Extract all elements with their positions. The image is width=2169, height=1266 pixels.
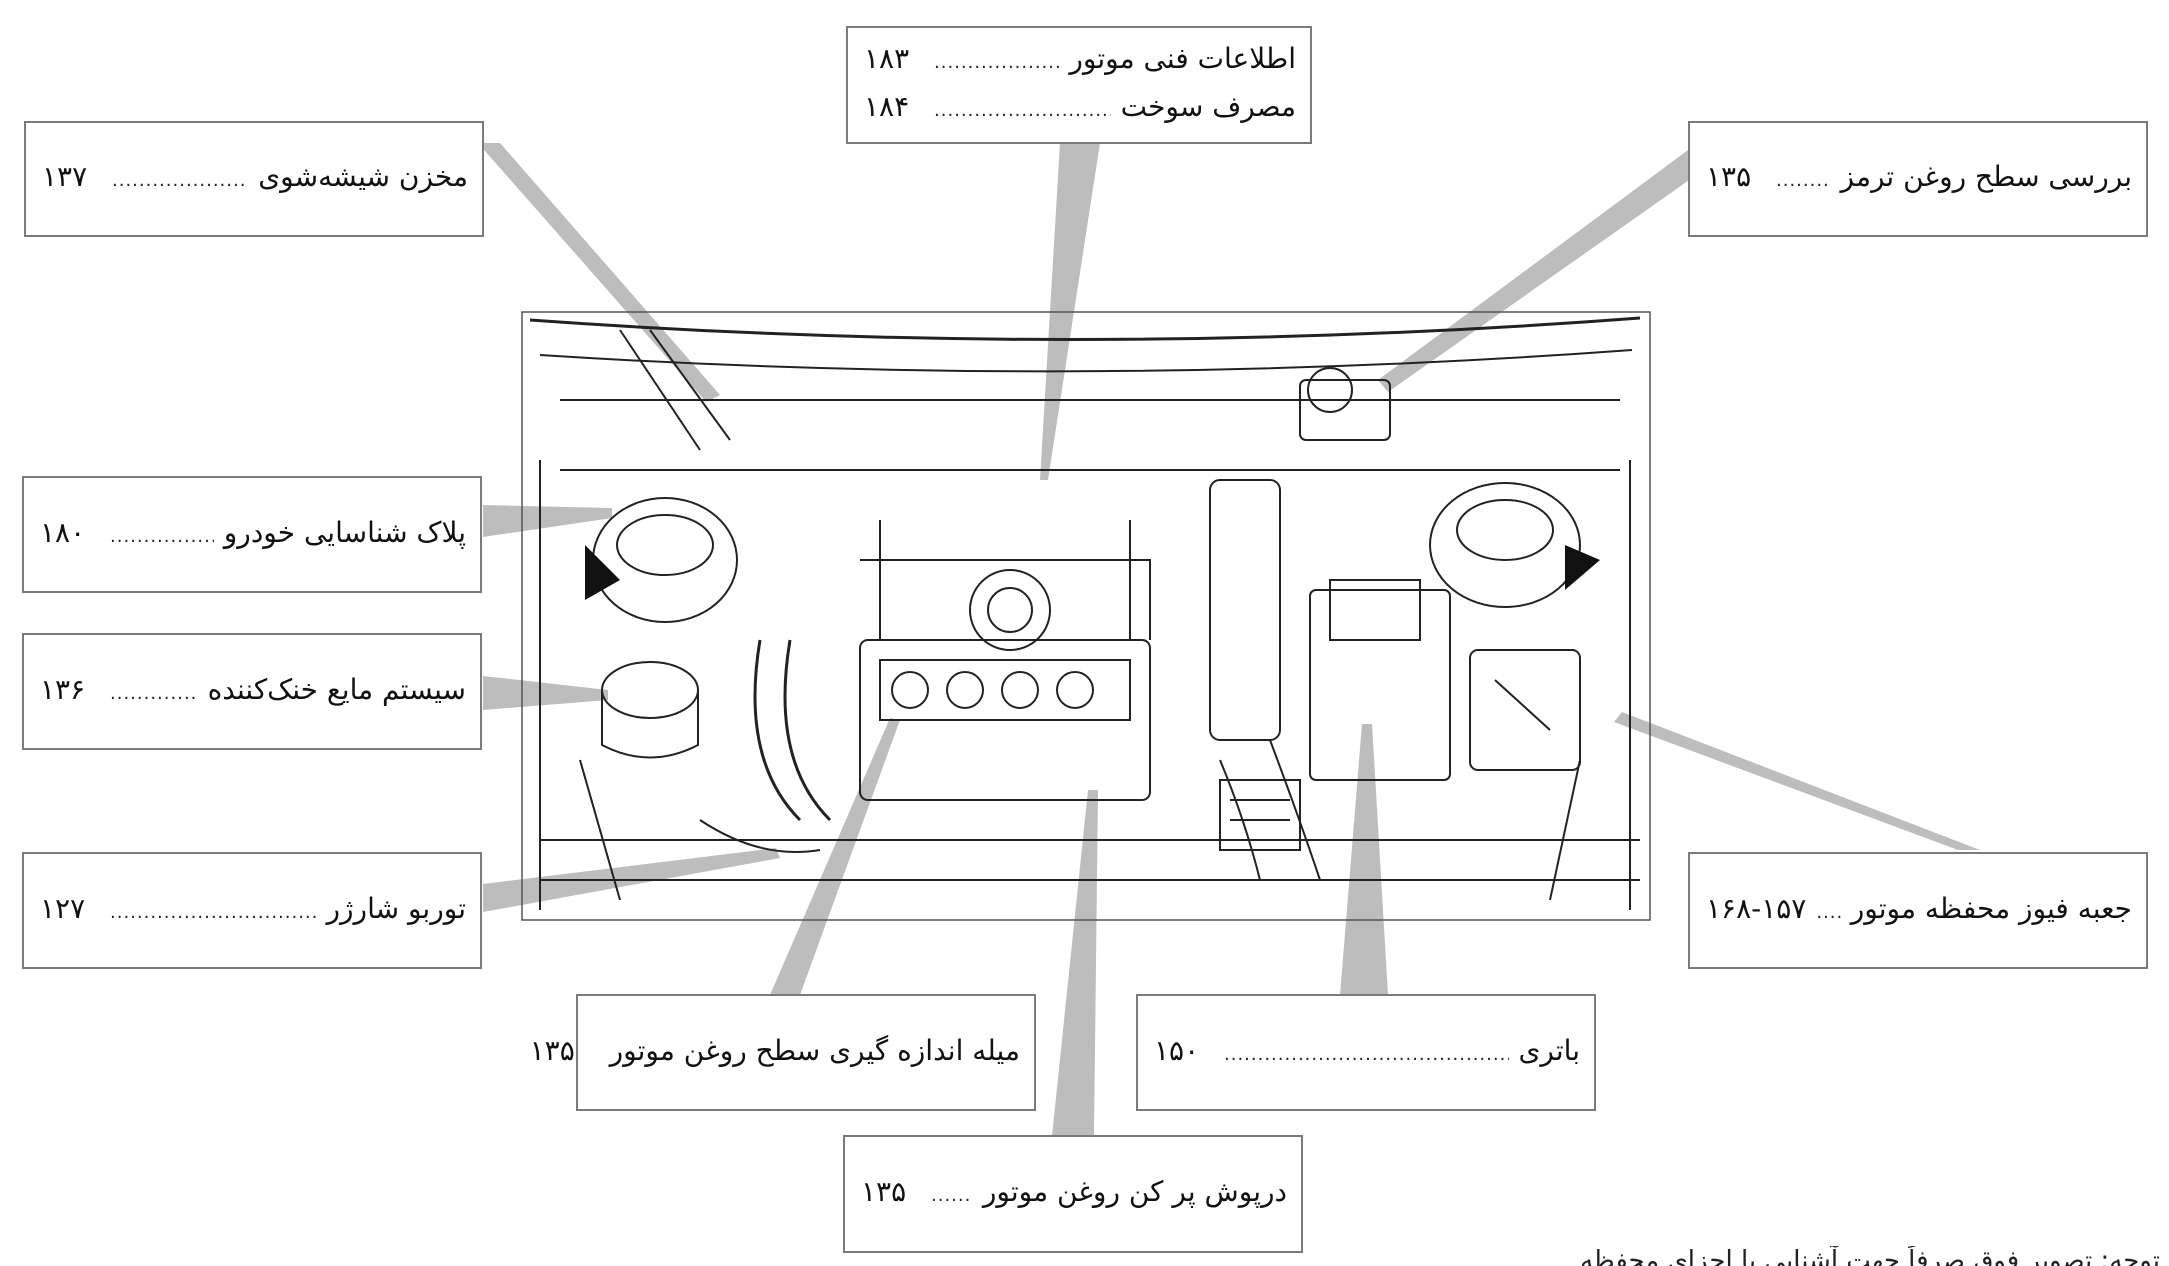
engine-line-art	[521, 311, 1651, 921]
leader-dots: ........................................…	[1224, 1043, 1509, 1065]
label-oil-filler-cap: درپوش پر کن روغن موتور .................…	[843, 1135, 1303, 1253]
leader-dots: ........................................…	[110, 901, 317, 923]
page-number: ۱۲۷	[40, 891, 86, 925]
fuel-consumption-text: مصرف سوخت	[1120, 90, 1296, 123]
coolant-row: سیستم مایع خنک‌کننده ...................…	[40, 668, 466, 716]
bottom-note-cutoff: توجه: تصویر فوق صرفاً جهت آشنایی با اجزا…	[1580, 1246, 2160, 1266]
page-number: ۱۸۳	[864, 42, 910, 75]
leader-dipstick	[770, 718, 900, 995]
turbo-row: توربو شارژر ............................…	[40, 887, 466, 935]
label-turbocharger: توربو شارژر ............................…	[22, 852, 482, 969]
page-number: ۱۶۸-۱۵۷	[1706, 891, 1807, 925]
page-number: ۱۳۷	[42, 160, 88, 193]
label-fuse-box: جعبه فیوز محفظه موتور ..................…	[1688, 852, 2148, 969]
oil-cap-text: درپوش پر کن روغن موتور	[982, 1175, 1287, 1208]
page-number: ۱۳۵	[861, 1175, 907, 1208]
dipstick-row: میله اندازه گیری سطح روغن موتور ........…	[530, 1029, 1020, 1077]
leader-dots: ........................................…	[1776, 170, 1831, 191]
leader-dots: ........................................…	[110, 525, 214, 547]
label-oil-dipstick: میله اندازه گیری سطح روغن موتور ........…	[530, 994, 1036, 1111]
page-number: ۱۳۶	[40, 672, 86, 706]
label-battery: باتری ..................................…	[1136, 994, 1596, 1111]
leader-battery	[1340, 724, 1388, 995]
leader-dots: ........................................…	[931, 1185, 973, 1206]
vin-row: پلاک شناسایی خودرو .....................…	[40, 511, 466, 559]
leader-dots: ........................................…	[112, 170, 248, 191]
coolant-text: سیستم مایع خنک‌کننده	[207, 672, 466, 706]
label-brake-fluid: بررسی سطح روغن ترمز ....................…	[1688, 121, 2148, 237]
washer-text: مخزن شیشه‌شوی	[258, 160, 468, 193]
leader-vin	[483, 505, 612, 537]
label-vin-plate: پلاک شناسایی خودرو .....................…	[22, 476, 482, 593]
leader-dots: ........................................…	[110, 682, 198, 704]
brake-text: بررسی سطح روغن ترمز	[1840, 160, 2132, 193]
brake-row: بررسی سطح روغن ترمز ....................…	[1706, 155, 2132, 203]
leader-dots: ........................................…	[934, 52, 1059, 73]
battery-text: باتری	[1518, 1033, 1580, 1067]
label-coolant-system: سیستم مایع خنک‌کننده ...................…	[22, 633, 482, 750]
washer-row: مخزن شیشه‌شوی ..........................…	[42, 155, 468, 203]
page-number: ۱۳۵	[1706, 160, 1752, 193]
label-engine-info: اطلاعات فنی موتور ......................…	[846, 26, 1312, 144]
engine-specs-text: اطلاعات فنی موتور	[1069, 42, 1296, 75]
leader-washer	[478, 143, 720, 402]
leader-coolant	[483, 676, 608, 710]
label-washer-reservoir: مخزن شیشه‌شوی ..........................…	[24, 121, 484, 237]
fuel-consumption-row: مصرف سوخت ..............................…	[864, 85, 1296, 133]
leader-dots: ........................................…	[934, 100, 1111, 121]
leader-dots: ........................................…	[1816, 901, 1841, 923]
fusebox-text: جعبه فیوز محفظه موتور	[1850, 891, 2132, 925]
turbo-text: توربو شارژر	[326, 891, 467, 925]
leader-fusebox	[1614, 712, 1980, 850]
engine-specs-row: اطلاعات فنی موتور ......................…	[864, 37, 1296, 85]
leader-oil-cap	[1052, 790, 1098, 1136]
leader-brake	[1378, 150, 1712, 392]
dipstick-text: میله اندازه گیری سطح روغن موتور	[609, 1033, 1020, 1067]
fusebox-row: جعبه فیوز محفظه موتور ..................…	[1706, 887, 2132, 935]
engine-shadows	[585, 545, 1600, 600]
vin-text: پلاک شناسایی خودرو	[223, 515, 466, 549]
page-number: ۱۸۰	[40, 515, 86, 549]
page-number: ۱۵۰	[1154, 1033, 1200, 1067]
oil-cap-row: درپوش پر کن روغن موتور .................…	[861, 1170, 1287, 1218]
page-number: ۱۸۴	[864, 90, 910, 123]
page-number: ۱۳۵	[529, 1033, 575, 1067]
leader-lines	[478, 143, 1980, 1136]
battery-row: باتری ..................................…	[1154, 1029, 1580, 1077]
